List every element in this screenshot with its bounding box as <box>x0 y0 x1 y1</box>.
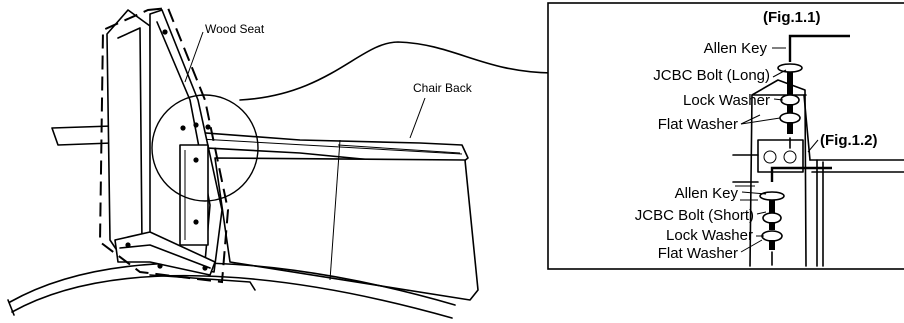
fig-1-1-label: (Fig.1.1) <box>763 9 821 26</box>
wood-seat-label: Wood Seat <box>205 22 265 36</box>
upper-bolt-label: JCBC Bolt (Long) <box>653 67 770 84</box>
lower-hardware-stack <box>759 166 832 266</box>
lower-bolt-label: JCBC Bolt (Short) <box>635 207 754 224</box>
detail-frame <box>732 79 904 267</box>
lower-flat-washer-label: Flat Washer <box>658 245 738 262</box>
main-chair-view: Wood Seat Chair Back <box>7 6 553 319</box>
part-leaders <box>740 47 819 253</box>
lower-lock-washer-label: Lock Washer <box>666 227 753 244</box>
upper-allen-key-label: Allen Key <box>704 40 768 57</box>
seat-dashed-outline <box>98 6 230 284</box>
wood-seat <box>106 9 223 276</box>
detail-leader-line <box>239 41 553 101</box>
upper-hardware-stack <box>777 34 850 149</box>
upper-lock-washer-label: Lock Washer <box>683 92 770 109</box>
chair-back-leader <box>409 97 426 139</box>
detail-callout-circle <box>151 94 259 202</box>
wood-seat-leader <box>184 31 204 83</box>
chair-back-label: Chair Back <box>413 81 473 95</box>
screw-dots <box>125 29 211 271</box>
lower-allen-key-label: Allen Key <box>675 185 739 202</box>
upper-flat-washer-label: Flat Washer <box>658 116 738 133</box>
detail-box: (Fig.1.1) (Fig.1.2) Allen Key JCBC Bolt … <box>547 2 904 270</box>
fig-1-2-label: (Fig.1.2) <box>820 132 878 149</box>
